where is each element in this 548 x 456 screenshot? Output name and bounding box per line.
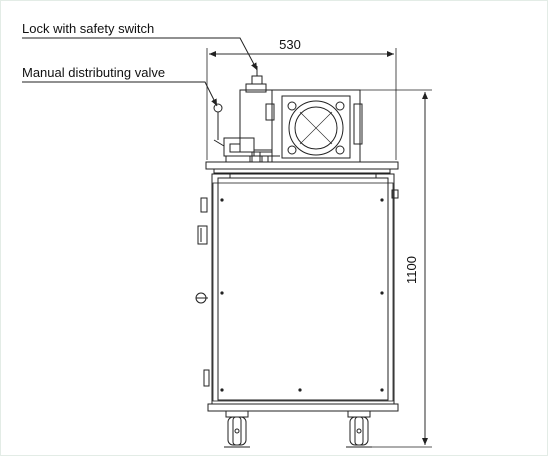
flange-plate [281, 95, 351, 159]
leader-valve [22, 81, 218, 107]
motor-ring-inner [294, 106, 338, 150]
lock-cylinder [239, 89, 273, 153]
width-dimension [206, 48, 397, 160]
right-caster [346, 410, 372, 448]
label-lock: Lock with safety switch [22, 21, 154, 36]
dimension-height-label: 1100 [404, 256, 419, 284]
valve-knob [213, 103, 223, 113]
motor-ring-outer [288, 100, 344, 156]
cabinet-outer [211, 173, 395, 405]
valve-block [223, 137, 255, 157]
left-caster [224, 410, 250, 448]
cabinet-inner [217, 177, 389, 401]
side-fitting-2 [197, 225, 208, 245]
machine-body [195, 66, 399, 448]
safety-switch [251, 75, 263, 85]
top-plate [205, 161, 399, 170]
label-valve: Manual distributing valve [22, 65, 165, 80]
plate-lip [213, 168, 391, 174]
base-frame [207, 403, 399, 412]
side-fitting-1 [200, 197, 208, 213]
side-fitting-3 [203, 369, 210, 387]
right-fitting [391, 189, 399, 199]
dimension-width-label: 530 [279, 37, 301, 52]
leader-lines [22, 37, 258, 107]
leader-lock [22, 37, 258, 71]
cabinet-door [212, 182, 394, 402]
